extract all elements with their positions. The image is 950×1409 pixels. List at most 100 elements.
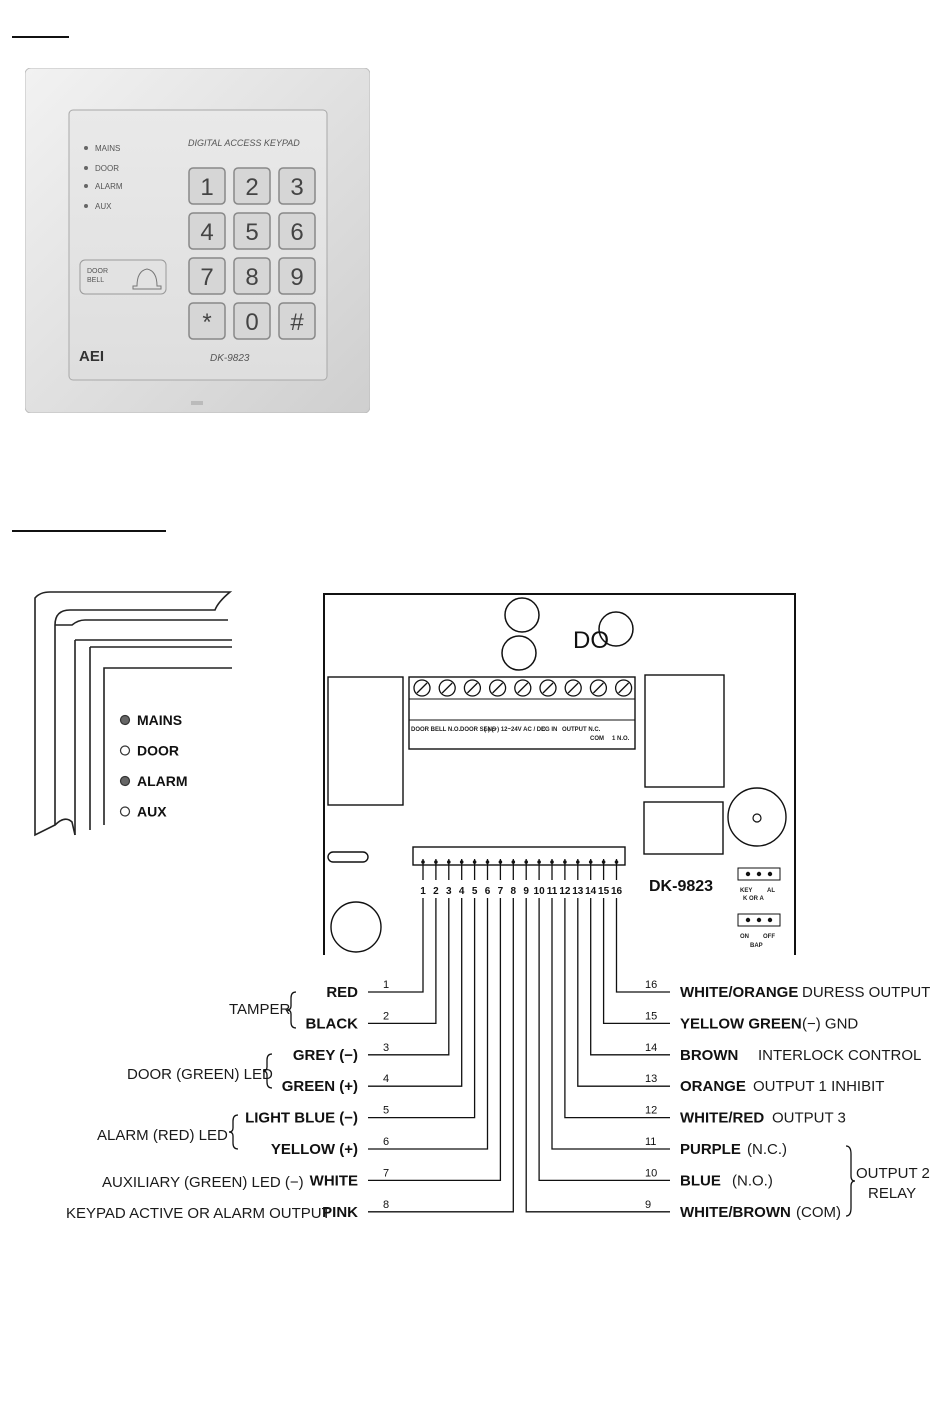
pin-16: 16 (611, 859, 623, 897)
jumper-bap[interactable]: ON OFF BAP (737, 913, 781, 949)
svg-text:16: 16 (645, 979, 657, 991)
wire-13 (577, 898, 670, 1087)
svg-text:GREEN (+): GREEN (+) (282, 1078, 358, 1095)
svg-text:MAINS: MAINS (137, 712, 182, 728)
key-7[interactable]: 7 (188, 257, 226, 295)
corner-led-aux: AUX (119, 804, 167, 820)
svg-text:9: 9 (523, 886, 529, 897)
terminal-screw (463, 679, 482, 697)
svg-text:BAP: BAP (750, 943, 763, 949)
key-2[interactable]: 2 (233, 167, 271, 205)
key-5[interactable]: 5 (233, 212, 271, 250)
svg-text:8: 8 (383, 1199, 389, 1211)
key-3[interactable]: 3 (278, 167, 316, 205)
group-door-led: DOOR (GREEN) LED (127, 1066, 273, 1083)
group-output2: OUTPUT 2 RELAY (845, 1145, 930, 1217)
svg-text:9: 9 (290, 264, 303, 291)
svg-text:(−) GND: (−) GND (802, 1015, 858, 1032)
group-aux-led: AUXILIARY (GREEN) LED (−) (102, 1174, 304, 1191)
key-1[interactable]: 1 (188, 167, 226, 205)
output2-line1: OUTPUT 2 (856, 1165, 930, 1182)
svg-text:11: 11 (547, 886, 558, 897)
svg-text:6: 6 (290, 219, 303, 246)
wire-5 (368, 898, 476, 1119)
svg-text:3: 3 (383, 1042, 389, 1054)
svg-text:WHITE: WHITE (310, 1172, 358, 1189)
output2-line2: RELAY (868, 1185, 916, 1202)
brace-output2 (845, 1145, 856, 1217)
group-tamper: TAMPER (229, 1001, 291, 1018)
keypad-title: DIGITAL ACCESS KEYPAD (188, 138, 300, 148)
terminal-label-doorsens: DOOR SENS (460, 727, 496, 733)
svg-text:ORANGE: ORANGE (680, 1078, 746, 1095)
group-alarm-led: ALARM (RED) LED (97, 1127, 228, 1144)
key-hash[interactable]: # (278, 302, 316, 340)
wire-6 (368, 898, 489, 1150)
svg-text:BELL: BELL (87, 277, 104, 284)
keypad-led-alarm: ALARM (95, 182, 123, 191)
svg-text:BLUE: BLUE (680, 1172, 721, 1189)
svg-text:11: 11 (645, 1136, 656, 1148)
svg-text:4: 4 (383, 1073, 389, 1085)
terminal-label-output-nc: OUTPUT N.C. (562, 727, 601, 733)
keypad-model: DK-9823 (210, 353, 250, 364)
pin-5: 5 (472, 859, 478, 897)
terminal-label-power: (-) (+) 12~24V AC / DC (484, 727, 546, 733)
terminal-screw (589, 679, 608, 697)
svg-text:OFF: OFF (763, 934, 775, 940)
terminal-screw (539, 679, 557, 697)
key-8[interactable]: 8 (233, 257, 271, 295)
wire-4 (368, 898, 463, 1087)
key-4[interactable]: 4 (188, 212, 226, 250)
svg-text:LIGHT BLUE (−): LIGHT BLUE (−) (245, 1110, 358, 1127)
key-star[interactable]: * (188, 302, 226, 340)
svg-text:PURPLE: PURPLE (680, 1141, 741, 1158)
section-rule-1 (12, 36, 69, 38)
wire-10 (538, 898, 670, 1182)
keypad-photo: MAINS DOOR ALARM AUX DIGITAL ACCESS KEYP… (25, 68, 370, 413)
wire-16 (615, 898, 670, 993)
svg-text:ON: ON (740, 934, 749, 940)
key-6[interactable]: 6 (278, 212, 316, 250)
svg-text:16: 16 (611, 886, 623, 897)
wire-label-4: 4 GREEN (+) (282, 1073, 389, 1095)
terminal-label-egin: EG IN (541, 727, 557, 733)
pin-11: 11 (547, 859, 558, 897)
svg-text:7: 7 (200, 264, 213, 291)
svg-text:KEY: KEY (740, 888, 752, 894)
doorbell-button[interactable]: DOOR BELL (79, 259, 167, 295)
svg-text:6: 6 (383, 1136, 389, 1148)
jumper-key-al[interactable]: KEY AL K OR A (737, 867, 781, 902)
key-0[interactable]: 0 (233, 302, 271, 340)
corner-led-alarm: ALARM (119, 773, 188, 789)
key-9[interactable]: 9 (278, 257, 316, 295)
wire-2 (368, 898, 437, 1025)
pin-6: 6 (485, 859, 491, 897)
svg-text:0: 0 (245, 309, 258, 336)
terminal-screw (514, 679, 532, 697)
pin-13: 13 (572, 859, 584, 897)
svg-text:RED: RED (326, 984, 358, 1001)
brace-tamper (286, 991, 297, 1029)
svg-text:K OR A: K OR A (743, 896, 764, 902)
svg-text:4: 4 (459, 886, 465, 897)
svg-text:5: 5 (245, 219, 258, 246)
terminal-screw (564, 679, 582, 697)
svg-text:6: 6 (485, 886, 491, 897)
corner-led-mains: MAINS (119, 712, 182, 728)
terminal-label-doorbell: DOOR BELL N.O. (411, 727, 461, 733)
wire-9 (525, 898, 670, 1213)
svg-text:8: 8 (245, 264, 258, 291)
wire-14 (590, 898, 670, 1056)
